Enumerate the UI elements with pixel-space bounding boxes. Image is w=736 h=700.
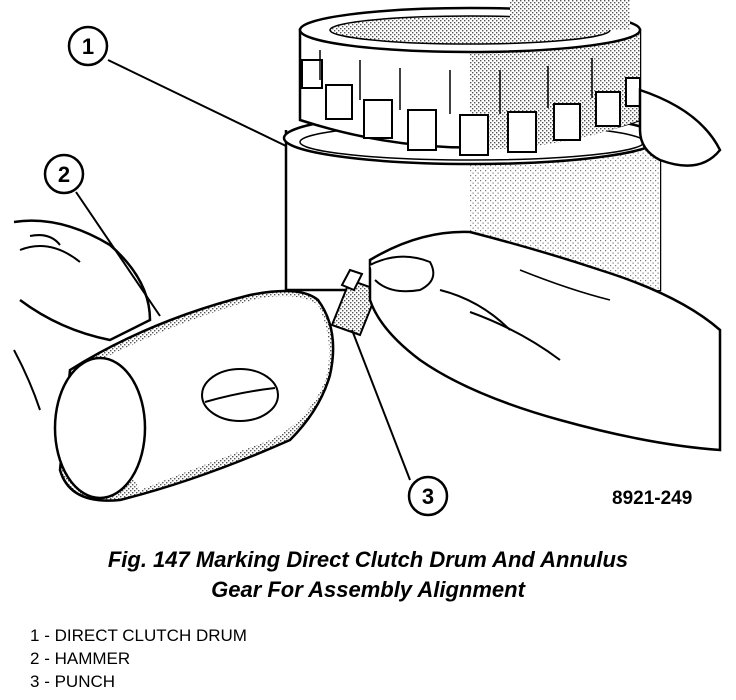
svg-text:3: 3 [422,484,434,509]
legend-item: 3 - PUNCH [30,672,116,691]
svg-text:2: 2 [58,162,70,187]
legend-item: 2 - HAMMER [30,649,131,668]
diagram-illustration: 1 2 3 [13,0,722,517]
legend-label: PUNCH [54,672,116,691]
leader-lines [75,59,411,481]
legend-num: 2 [30,649,40,668]
upper-hand [638,88,722,167]
callout-1: 1 [67,25,109,67]
svg-text:1: 1 [82,34,94,59]
caption-line-1: Fig. 147 Marking Direct Clutch Drum And … [107,547,629,572]
figure-caption: Fig. 147 Marking Direct Clutch Drum And … [0,545,736,605]
legend-label: HAMMER [54,649,131,668]
figure-id: 8921-249 [612,488,693,509]
right-hand [368,230,722,452]
caption-line-2: Gear For Assembly Alignment [211,577,525,602]
legend-item: 1 - DIRECT CLUTCH DRUM [30,626,247,645]
legend: 1 - DIRECT CLUTCH DRUM 2 - HAMMER 3 - PU… [30,624,247,693]
callout-2: 2 [43,153,85,195]
hammer [53,289,335,502]
legend-num: 1 [30,626,40,645]
callout-3: 3 [407,475,449,517]
legend-label: DIRECT CLUTCH DRUM [54,626,247,645]
annulus-gear [298,0,642,156]
legend-num: 3 [30,672,40,691]
